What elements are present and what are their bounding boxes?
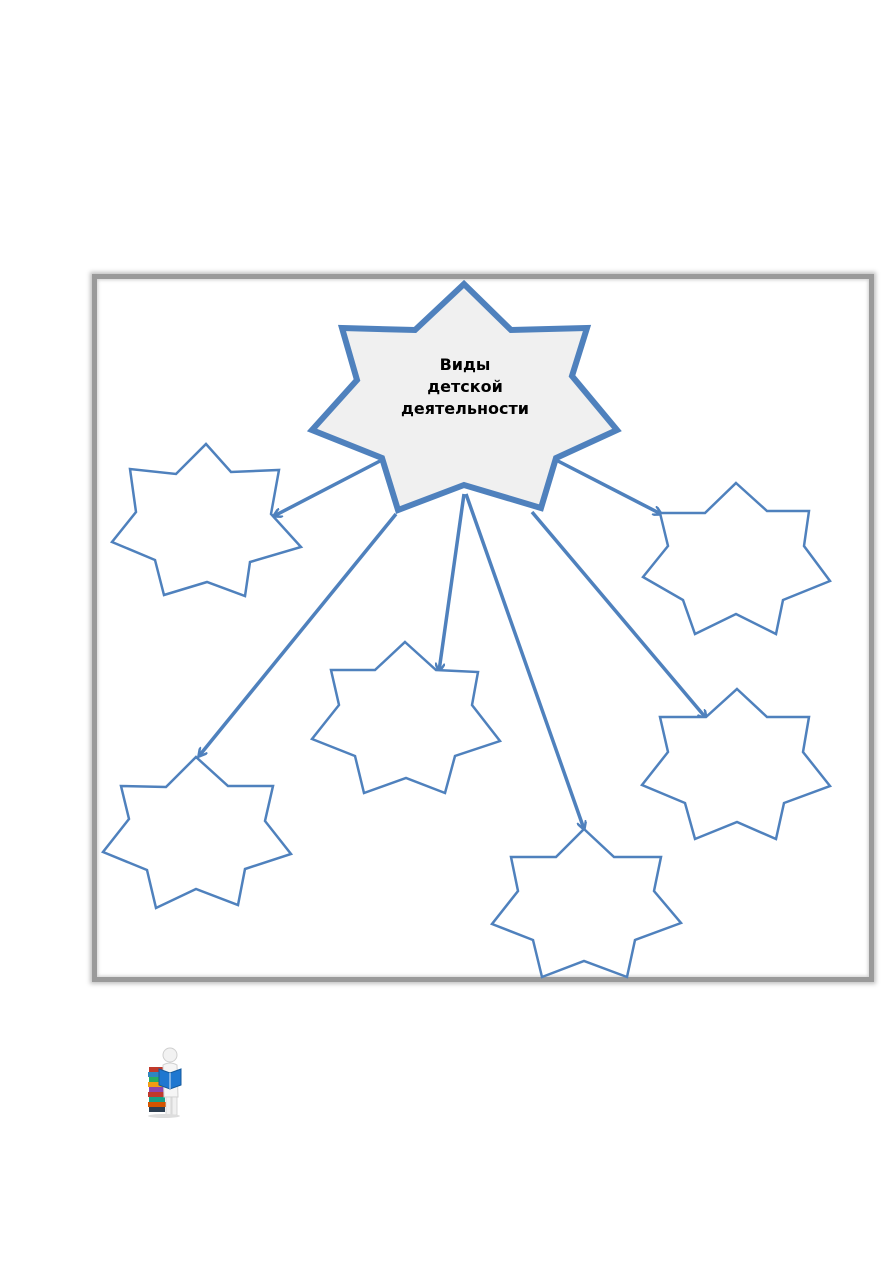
satellite-star-bottom-middle [489,827,684,979]
arrow-to-star-top-right [555,458,661,514]
center-label-line-2: детской [427,377,503,396]
satellite-star-top-right [641,481,832,636]
satellite-star-top-left [109,442,304,598]
satellite-star-middle [309,640,503,795]
center-star [306,279,622,514]
arrow-to-star-right-middle [530,510,706,718]
arrow-to-star-bottom-left [199,512,398,756]
reading-person-with-books-icon [148,1047,182,1118]
center-label-line-3: деятельности [400,399,530,418]
arrow-to-star-bottom-middle [464,493,584,829]
center-label-line-1: Виды [439,355,491,374]
center-star-label: Виды детской деятельности [370,354,560,420]
satellite-star-bottom-left [100,755,294,910]
satellite-star-right-middle [640,687,833,841]
arrows [199,458,706,829]
arrow-to-star-top-left [274,459,381,516]
arrow-to-star-middle [439,493,466,671]
